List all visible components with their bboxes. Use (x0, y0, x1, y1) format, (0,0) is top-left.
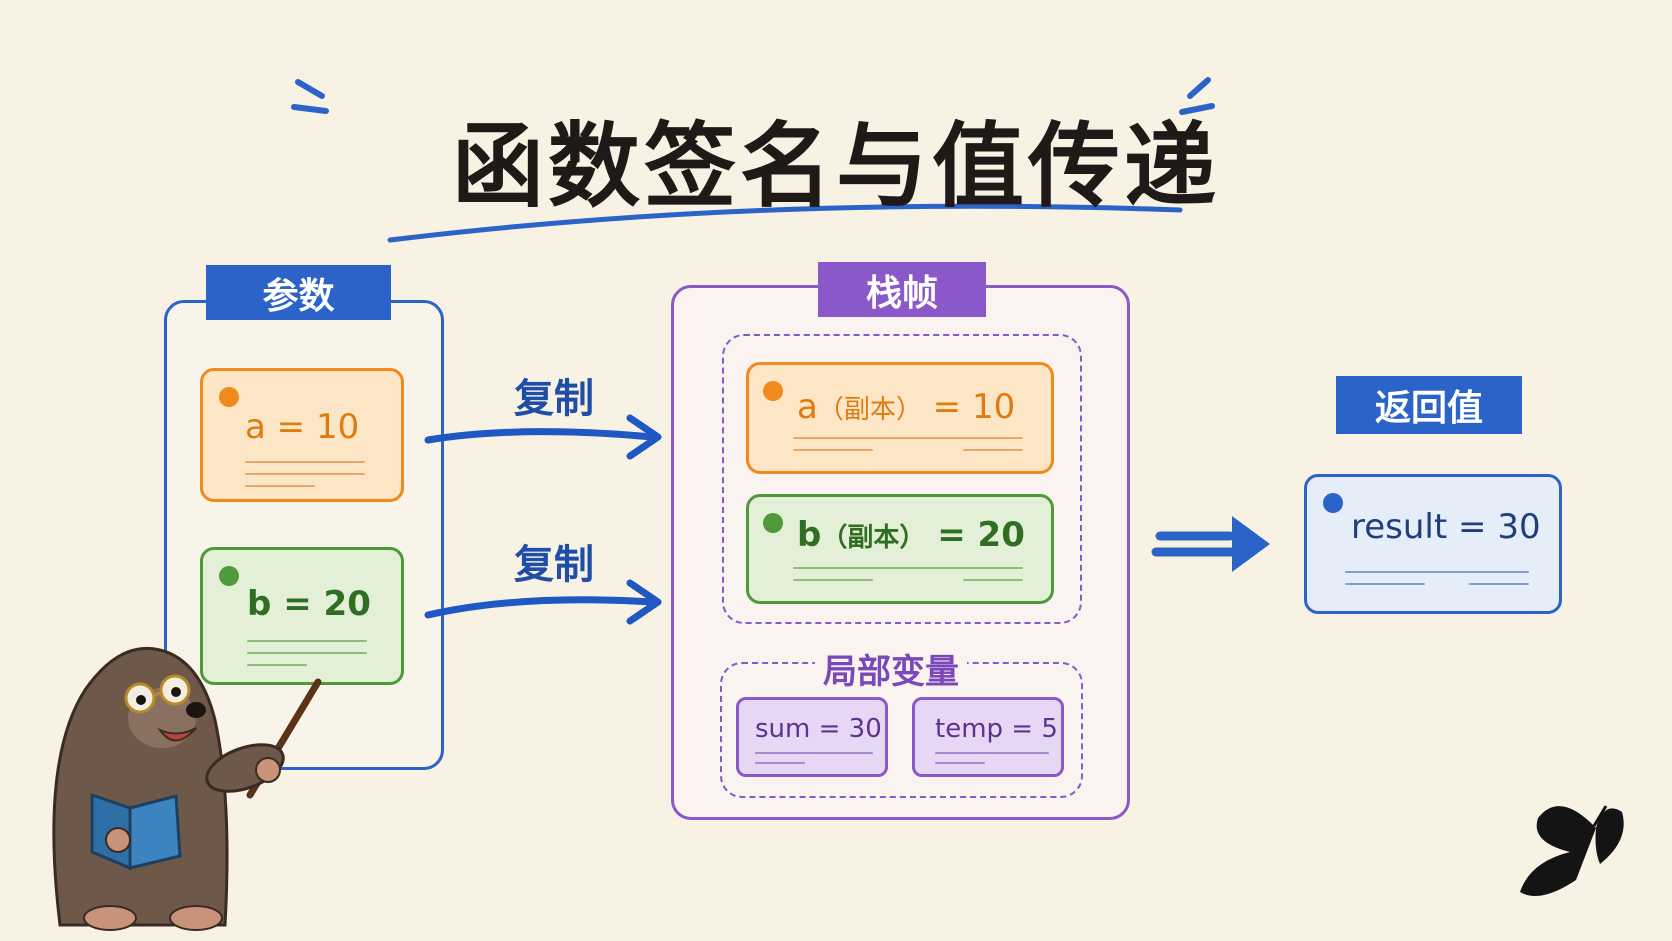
frame-copy-b-text: b（副本） = 20 (797, 515, 1025, 555)
frame-copy-b: b（副本） = 20 (746, 494, 1054, 604)
return-card: result = 30 (1304, 474, 1562, 614)
local-sum-line (755, 752, 873, 754)
param-b-dot (219, 566, 239, 586)
local-sum-line (755, 762, 805, 764)
local-sum: sum = 30 (736, 697, 888, 777)
local-temp: temp = 5 (912, 697, 1064, 777)
param-card-b: b = 20 (200, 547, 404, 685)
param-a-dot (219, 387, 239, 407)
param-a-line (245, 473, 365, 475)
frame-copy-a-line (793, 449, 873, 451)
page-title: 函数签名与值传递 (451, 113, 1220, 220)
return-line (1345, 583, 1425, 585)
return-line (1345, 571, 1529, 573)
frame-copy-a-dot (763, 381, 783, 401)
frame-copy-a-line (793, 437, 1023, 439)
param-a-line (245, 461, 365, 463)
return-dot (1323, 493, 1343, 513)
local-temp-line (935, 752, 1049, 754)
param-b-line (247, 664, 307, 666)
frame-copy-b-dot (763, 513, 783, 533)
params-tab: 参数 (206, 265, 391, 320)
param-card-a: a = 10 (200, 368, 404, 502)
frame-copy-b-line (793, 567, 1023, 569)
stack-frame-tab: 栈帧 (818, 262, 986, 317)
copies-group (722, 334, 1082, 624)
copy-label-b: 复制 (514, 542, 594, 588)
frame-copy-a-line (963, 449, 1023, 451)
param-b-line (247, 652, 367, 654)
local-temp-line (935, 762, 985, 764)
local-sum-text: sum = 30 (755, 714, 882, 744)
local-temp-text: temp = 5 (935, 714, 1058, 744)
locals-label: 局部变量 (815, 644, 967, 693)
param-b-text: b = 20 (247, 584, 371, 624)
param-b-line (247, 640, 367, 642)
return-text: result = 30 (1351, 507, 1541, 547)
frame-copy-b-line (963, 579, 1023, 581)
frame-copy-a: a（副本） = 10 (746, 362, 1054, 474)
params-tab-label: 参数 (262, 275, 335, 317)
frame-copy-b-line (793, 579, 873, 581)
param-a-line (245, 485, 315, 487)
stack-frame-tab-label: 栈帧 (865, 272, 938, 314)
return-tab-label: 返回值 (1374, 388, 1483, 429)
param-a-text: a = 10 (245, 407, 360, 447)
return-line (1469, 583, 1529, 585)
return-tab: 返回值 (1336, 376, 1522, 434)
frame-copy-a-text: a（副本） = 10 (797, 387, 1016, 427)
copy-label-a: 复制 (514, 376, 594, 422)
